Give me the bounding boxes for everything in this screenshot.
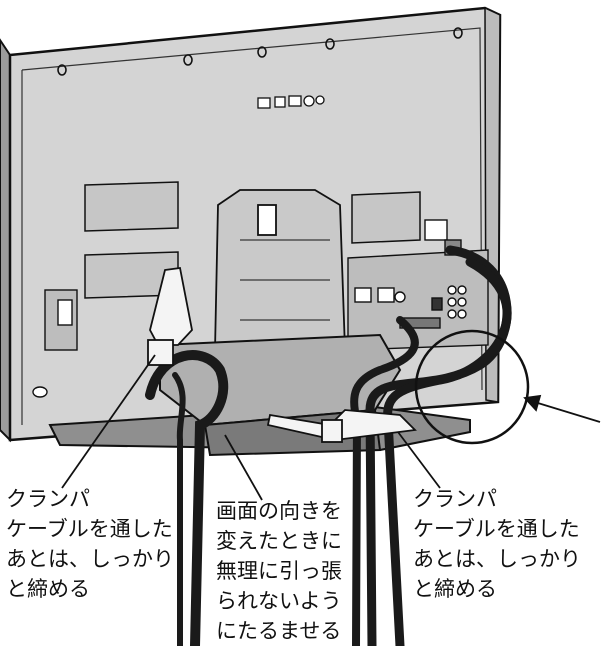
screw-hole [325, 38, 335, 50]
callout-text: クランパ [6, 487, 90, 511]
leader-lines [61, 354, 601, 501]
screw-hole [257, 46, 267, 58]
clamps [147, 266, 417, 443]
callout-text: にたるませる [216, 619, 342, 643]
callout-left-clamp: クランパ ケーブルを通した あとは、しっかり と締める [6, 484, 174, 604]
callout-text: あとは、しっかり [413, 547, 581, 571]
screw-hole [57, 64, 67, 76]
callout-text: ケーブルを通した [6, 517, 173, 541]
screw-hole [183, 54, 193, 66]
left-clamp [149, 266, 193, 346]
callout-text: と締める [413, 577, 497, 601]
callout-text: あとは、しっかり [6, 547, 174, 571]
leader-left [61, 354, 156, 489]
screw-holes [57, 27, 463, 76]
callout-text: 変えたときに [216, 529, 342, 553]
callout-right-clamp: クランパ ケーブルを通した あとは、しっかり と締める [413, 484, 581, 604]
screw-hole [453, 27, 463, 39]
callout-text: と締める [6, 577, 90, 601]
vent-panels [84, 181, 421, 299]
magnifier-circle [414, 329, 530, 445]
callout-text: ケーブルを通した [413, 517, 580, 541]
callout-text: 無理に引っ張 [216, 559, 342, 583]
side-jack [32, 289, 78, 398]
pointer-arrow-line [527, 399, 601, 423]
cables [145, 245, 512, 646]
callout-text: 画面の向きを [216, 499, 342, 523]
stand-column [214, 189, 346, 351]
callout-center-slack: 画面の向きを 変えたときに 無理に引っ張 られないよう にたるませる [216, 496, 342, 646]
callout-text: られないよう [216, 589, 342, 613]
leader-center [224, 434, 263, 501]
leader-right [397, 431, 441, 489]
callout-text: クランパ [413, 487, 497, 511]
pointer-arrowhead [523, 394, 542, 412]
top-controls [257, 95, 325, 109]
